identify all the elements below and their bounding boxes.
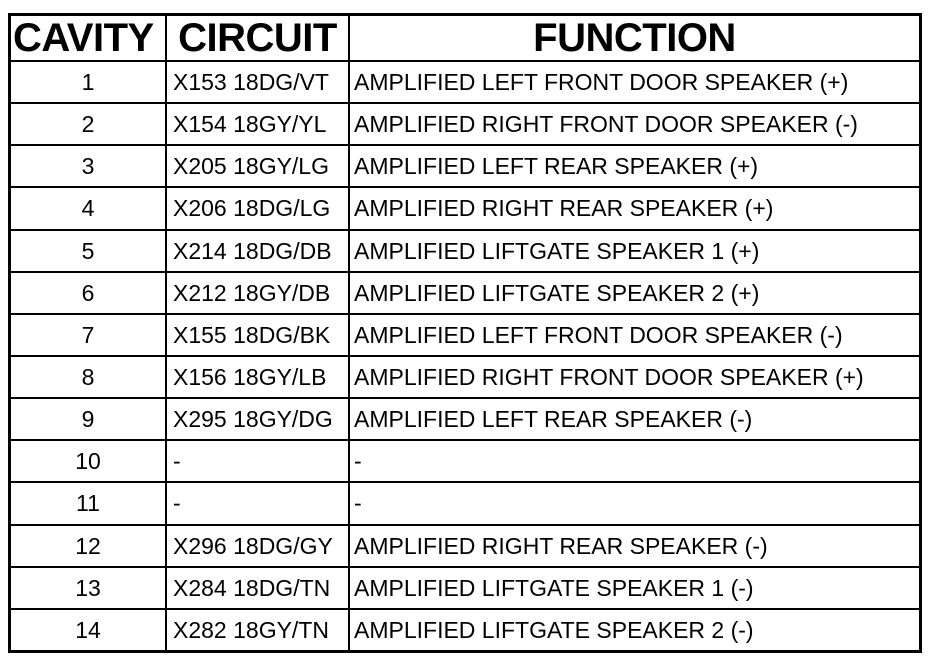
function-cell: AMPLIFIED RIGHT FRONT DOOR SPEAKER (+) xyxy=(348,354,919,400)
function-cell: AMPLIFIED RIGHT FRONT DOOR SPEAKER (-) xyxy=(348,102,919,147)
cavity-cell: 11 xyxy=(11,481,167,526)
cavity-cell: 1 xyxy=(11,59,167,105)
cavity-cell: 13 xyxy=(11,565,167,610)
cavity-cell: 14 xyxy=(11,607,167,650)
header-row: CAVITY CIRCUIT FUNCTION xyxy=(11,16,919,62)
circuit-cell: X212 18GY/DB xyxy=(165,270,350,315)
function-cell: AMPLIFIED LIFTGATE SPEAKER 2 (+) xyxy=(348,270,919,315)
cavity-cell: 4 xyxy=(11,186,167,231)
function-cell: AMPLIFIED LEFT FRONT DOOR SPEAKER (-) xyxy=(348,312,919,357)
function-cell: AMPLIFIED LIFTGATE SPEAKER 1 (-) xyxy=(348,565,919,610)
circuit-cell: X154 18GY/YL xyxy=(165,102,350,147)
cavity-cell: 6 xyxy=(11,270,167,315)
header-cavity: CAVITY xyxy=(11,16,167,62)
header-circuit: CIRCUIT xyxy=(165,16,350,62)
function-cell: AMPLIFIED LEFT REAR SPEAKER (+) xyxy=(348,144,919,189)
function-cell: AMPLIFIED RIGHT REAR SPEAKER (+) xyxy=(348,186,919,231)
function-cell: AMPLIFIED LIFTGATE SPEAKER 2 (-) xyxy=(348,607,919,650)
circuit-cell: X206 18DG/LG xyxy=(165,186,350,231)
circuit-cell: - xyxy=(165,481,350,526)
circuit-cell: X295 18GY/DG xyxy=(165,397,350,442)
circuit-cell: X155 18DG/BK xyxy=(165,312,350,357)
circuit-cell: X214 18DG/DB xyxy=(165,228,350,273)
circuit-cell: X156 18GY/LB xyxy=(165,354,350,400)
cavity-cell: 8 xyxy=(11,354,167,400)
cavity-cell: 9 xyxy=(11,397,167,442)
function-cell: AMPLIFIED RIGHT REAR SPEAKER (-) xyxy=(348,523,919,568)
function-cell: AMPLIFIED LIFTGATE SPEAKER 1 (+) xyxy=(348,228,919,273)
header-function: FUNCTION xyxy=(348,16,919,62)
function-cell: - xyxy=(348,439,919,484)
table-row: 11-- xyxy=(11,481,919,526)
cavity-cell: 2 xyxy=(11,102,167,147)
circuit-cell: X153 18DG/VT xyxy=(165,59,350,105)
circuit-cell: X296 18DG/GY xyxy=(165,523,350,568)
cavity-cell: 10 xyxy=(11,439,167,484)
cavity-cell: 5 xyxy=(11,228,167,273)
cavity-cell: 3 xyxy=(11,144,167,189)
circuit-cell: X282 18GY/TN xyxy=(165,607,350,650)
function-cell: - xyxy=(348,481,919,526)
function-cell: AMPLIFIED LEFT FRONT DOOR SPEAKER (+) xyxy=(348,59,919,105)
circuit-cell: X205 18GY/LG xyxy=(165,144,350,189)
circuit-cell: X284 18DG/TN xyxy=(165,565,350,610)
circuit-cell: - xyxy=(165,439,350,484)
table-row: 10-- xyxy=(11,439,919,484)
cavity-cell: 7 xyxy=(11,312,167,357)
function-cell: AMPLIFIED LEFT REAR SPEAKER (-) xyxy=(348,397,919,442)
cavity-cell: 12 xyxy=(11,523,167,568)
